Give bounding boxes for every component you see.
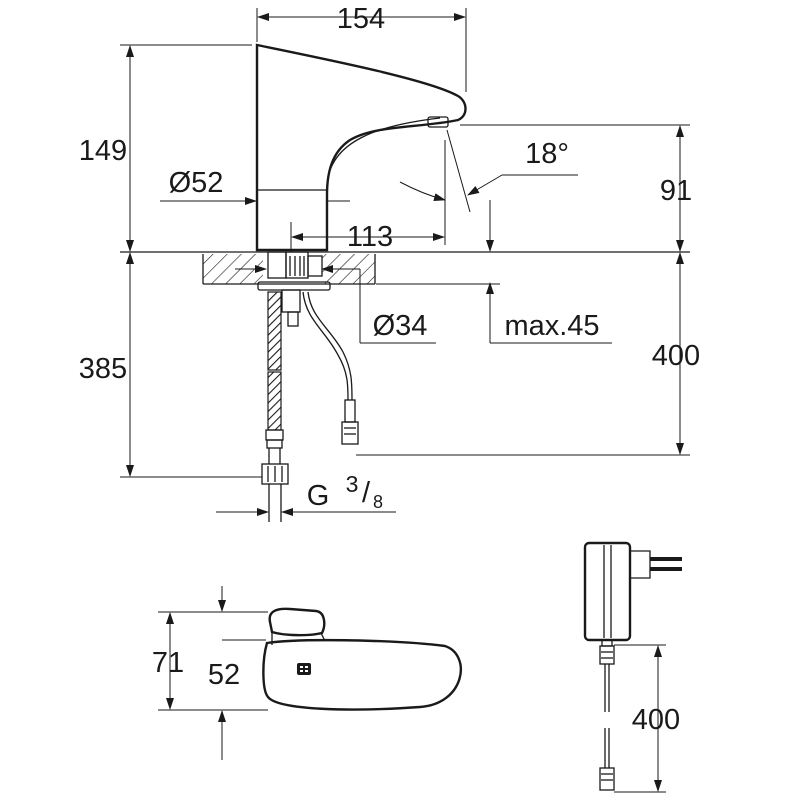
dimension-adapter-400 [614,644,666,793]
power-adapter [583,541,682,791]
dim-base-diameter: Ø52 [169,167,224,199]
dim-spout-angle: 18° [525,138,569,170]
faucet-top-view [262,607,462,711]
faucet-side-view [120,43,690,522]
top-view-lever [268,607,326,637]
spout-contour [326,117,441,186]
dimension-113 [290,140,446,252]
dim-height-above-counter: 149 [79,135,127,167]
adapter-housing [583,541,632,642]
dim-outlet-height: 91 [660,175,692,207]
dim-spout-length: 154 [337,3,385,35]
dimension-d34 [235,265,436,344]
dim-cable-length: 400 [652,340,700,372]
outlet-ray [446,129,471,213]
dim-shank-diameter: Ø34 [373,310,428,342]
dim-hose-length: 385 [79,353,127,385]
dimension-149 [120,44,252,252]
top-view-body [262,638,462,711]
dim-thread-denominator: 8 [373,492,383,512]
dimension-71 [158,611,268,711]
dimension-385 [120,252,262,478]
power-cable [302,291,359,445]
dimension-400-cable [356,252,690,456]
dim-max-counter-thickness: max.45 [504,310,599,342]
dim-top-view-height: 71 [152,647,184,679]
dimension-91 [460,124,690,252]
braided-hose [261,291,289,522]
dim-base-to-outlet: 113 [347,221,393,253]
dimension-52 [218,586,266,760]
dim-thread-numerator: 3 [346,471,359,497]
dimension-max45 [376,282,612,344]
top-view-sensor [297,663,311,675]
adapter-plug [630,550,651,579]
mounting-shank [257,251,331,327]
dimension-18-deg [399,174,578,202]
outlet-aerator [427,116,449,128]
dim-adapter-cable-length: 400 [632,704,680,736]
faucet-body [255,43,467,252]
dim-thread-letter: G [307,480,330,512]
dim-top-view-inner: 52 [208,659,240,691]
dim-thread-slash: / [362,477,371,509]
dimension-154 [256,8,467,92]
